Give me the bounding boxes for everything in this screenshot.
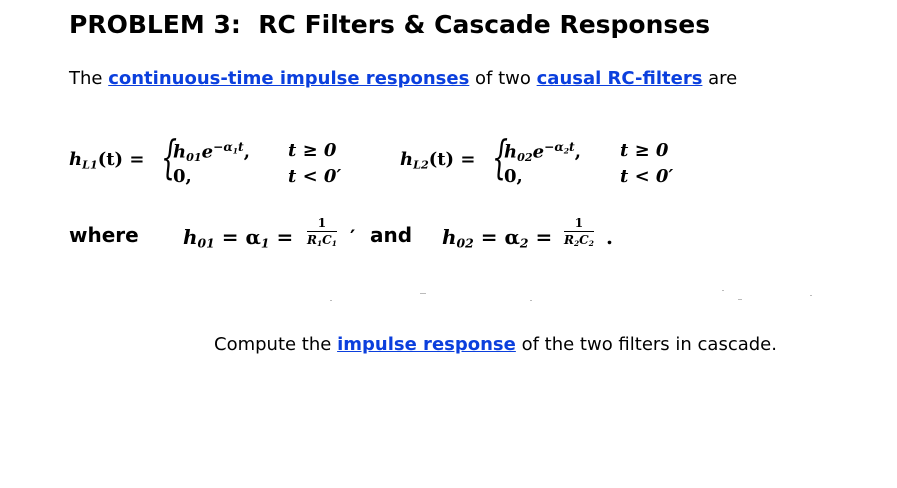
eq1-exponent: −α [213,140,233,154]
eq2-lhs-subscript: L2 [413,158,429,172]
eq1-exponent-t: t [238,140,244,154]
frac2-denominator: R2C2 [564,231,594,248]
frac1-numerator: 1 [317,216,327,230]
frac1-R-sub: 1 [316,239,323,249]
eq1-case1-comma: , [243,141,250,163]
frac2-tail: . [606,225,613,249]
eq1-left-brace: { [161,130,178,184]
equals-sign-1: = [276,225,294,249]
eq2-case2-condition: t < 0′ [620,166,674,187]
eq2-lhs-symbol: h [400,149,414,170]
eq1-exponent-sub: 1 [232,146,239,156]
eq2-exp-base: e [532,141,545,163]
artifact-dot [330,300,332,301]
eq2-lhs-argument: (t) = [428,149,476,170]
h01-definition: h01 = α1 = [183,225,293,251]
frac2-C-sub: 2 [588,239,594,249]
eq1-coef-sub: 01 [186,151,202,165]
eq1-coef: h [173,141,187,163]
artifact-dot [810,295,812,296]
intro-text-middle: of two [469,68,537,89]
eq2-case2-value: 0, [504,166,523,187]
eq2-coef: h [504,141,518,163]
intro-sentence: The continuous-time impulse responses of… [69,68,737,89]
question-text-start: Compute the [214,334,338,355]
frac1-denominator: R1C1 [307,231,337,248]
frac2-R: R [564,233,574,247]
artifact-dot [722,290,724,291]
frac2-C: C [579,233,589,247]
question-sentence: Compute the impulse response of the two … [214,334,777,355]
h01-symbol: h [183,225,198,249]
h02-definition: h02 = α2 = [442,225,552,251]
equation-hl2: hL2(t) = { h02e−α2t, t ≥ 0 0, t < 0′ [400,130,700,196]
alpha1-equals: = α [221,225,261,249]
equals-sign-2: = [535,225,553,249]
eq1-lhs-subscript: L1 [82,158,98,172]
h02-subscript: 02 [456,235,474,251]
alpha2-subscript: 2 [519,235,529,251]
eq2-exponent-sub: 2 [563,146,570,156]
frac1-tail: ′ [350,225,356,249]
eq2-exponent: −α [544,140,564,154]
link-causal-rc-filters[interactable]: causal RC-filters [536,68,703,89]
eq1-lhs-argument: (t) = [97,149,145,170]
artifact-dot [530,300,532,301]
where-word: where [69,223,139,247]
question-text-end: of the two filters in cascade. [515,334,777,355]
intro-text-start: The [69,68,109,89]
eq2-exponent-t: t [569,140,575,154]
eq2-coef-sub: 02 [517,151,533,165]
frac1-R: R [307,233,317,247]
frac2-R-sub: 2 [573,239,580,249]
eq2-case1-value: h02e−α2t, [504,140,581,164]
alpha2-equals: = α [480,225,520,249]
fraction-1-over-r2c2: 1 R2C2 [564,217,594,248]
h02-symbol: h [442,225,457,249]
frac1-C: C [322,233,332,247]
eq1-case2-value: 0, [173,166,192,187]
eq2-left-brace: { [492,130,509,184]
link-impulse-response[interactable]: impulse response [337,334,516,355]
artifact-dot [738,299,742,300]
eq1-lhs: hL1(t) = [69,149,144,171]
artifact-dot [420,293,426,294]
eq1-lhs-symbol: h [69,149,83,170]
frac1-C-sub: 1 [331,239,337,249]
eq1-exp-base: e [201,141,214,163]
intro-text-end: are [702,68,738,89]
eq1-case2-condition: t < 0′ [288,166,342,187]
h01-subscript: 01 [197,235,215,251]
alpha1-subscript: 1 [260,235,270,251]
and-word: and [370,223,413,247]
eq2-lhs: hL2(t) = [400,149,475,171]
equation-hl1: hL1(t) = { h01e−α1t, t ≥ 0 0, t < 0′ [69,130,369,196]
eq2-case1-comma: , [574,141,581,163]
link-continuous-time-impulse-responses[interactable]: continuous-time impulse responses [108,68,470,89]
frac2-numerator: 1 [574,216,584,230]
problem-title: PROBLEM 3: RC Filters & Cascade Response… [69,10,711,39]
eq1-case1-value: h01e−α1t, [173,140,250,164]
eq1-case1-condition: t ≥ 0 [288,140,337,161]
eq2-case1-condition: t ≥ 0 [620,140,669,161]
fraction-1-over-r1c1: 1 R1C1 [307,217,337,248]
